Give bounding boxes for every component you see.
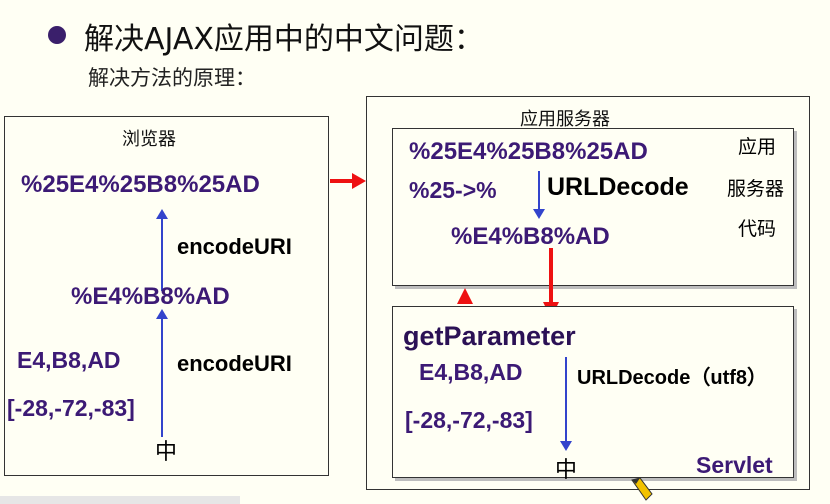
servlet-box: getParameter E4,B8,AD URLDecode（utf8） [-…: [392, 306, 794, 482]
side-label-3: 代码: [738, 219, 777, 240]
browser-char: 中: [155, 439, 178, 464]
arrow-servlet-to-code: [457, 288, 473, 304]
servlet-name: Servlet: [696, 452, 773, 478]
browser-encoded-top: %25E4%25B8%25AD: [21, 171, 260, 198]
arrow-browser-to-server: [330, 173, 366, 189]
servlet-decode-fn: URLDecode（utf8）: [577, 367, 768, 389]
pen-cursor-icon: [631, 477, 653, 501]
bullet-dot: [48, 26, 66, 44]
side-label-2: 服务器: [727, 179, 785, 200]
slide-title: 解决AJAX应用中的中文问题：: [84, 22, 484, 57]
arrow-down-servlet: [560, 357, 572, 451]
browser-bytes-dec: [-28,-72,-83]: [7, 395, 135, 421]
arrow-up-bottom: [156, 309, 168, 437]
code-decode-fn: URLDecode: [547, 173, 689, 201]
code-line3: %E4%B8%AD: [451, 223, 610, 250]
arrow-up-top: [156, 209, 168, 291]
servlet-char: 中: [555, 457, 578, 482]
side-label-1: 应用: [738, 137, 777, 158]
server-label: 应用服务器: [520, 109, 610, 130]
browser-bytes-hex: E4,B8,AD: [17, 347, 121, 373]
servlet-bytes-hex: E4,B8,AD: [419, 359, 523, 385]
server-code-box: %25E4%25B8%25AD %25->% URLDecode %E4%B8%…: [392, 128, 794, 286]
code-line2: %25->%: [409, 177, 497, 203]
slide-subtitle: 解决方法的原理：: [88, 66, 256, 90]
browser-label: 浏览器: [122, 129, 176, 150]
browser-encoded-mid: %E4%B8%AD: [71, 283, 230, 310]
code-line1: %25E4%25B8%25AD: [409, 138, 648, 165]
servlet-method: getParameter: [403, 321, 576, 351]
servlet-bytes-dec: [-28,-72,-83]: [405, 407, 533, 433]
bottom-edge-shade: [0, 496, 240, 504]
encode-fn-top: encodeURI: [177, 234, 292, 259]
arrow-down-decode: [533, 171, 545, 219]
encode-fn-bottom: encodeURI: [177, 351, 292, 376]
browser-box: 浏览器 %25E4%25B8%25AD encodeURI %E4%B8%AD …: [4, 116, 329, 476]
